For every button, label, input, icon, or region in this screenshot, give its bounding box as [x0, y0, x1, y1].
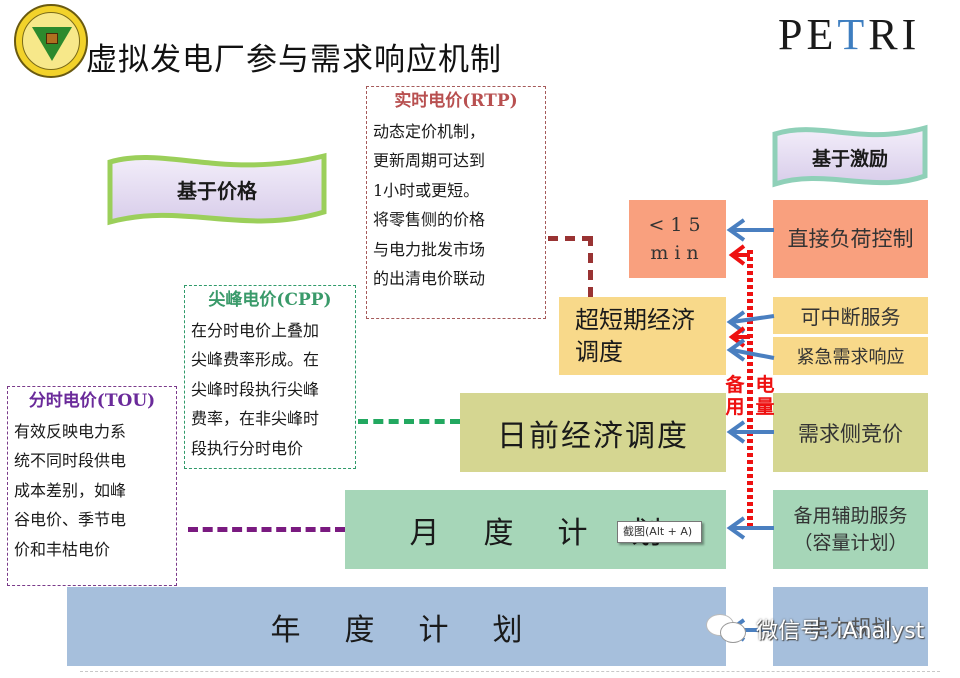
bottom-divider: [80, 671, 940, 672]
block-min-line2: min: [650, 242, 705, 264]
monthly-char: 度: [483, 515, 514, 551]
reserve-label-char: 量: [755, 396, 775, 418]
note-critical-peak-pricing: 尖峰电价(CPP) 在分时电价上叠加 尖峰费率形成。在 尖峰时段执行尖峰 费率，…: [184, 285, 356, 469]
banner-incentive-based: 基于激励: [770, 124, 930, 190]
monthly-char: 月: [409, 515, 440, 551]
petri-logo: PETRI: [778, 10, 920, 60]
block-ultra-line1: 超短期经济: [575, 306, 695, 334]
reserve-label-char: 备: [725, 374, 745, 396]
note-line: 有效反映电力系: [14, 421, 127, 441]
rtp-connector-vertical: [588, 236, 593, 297]
note-line: 的出清电价联动: [373, 269, 486, 288]
note-line: 尖峰费率形成。在: [191, 350, 320, 369]
note-real-time-pricing: 实时电价(RTP) 动态定价机制， 更新周期可达到 1小时或更短。 将零售侧的价…: [366, 86, 546, 319]
note-line: 将零售侧的价格: [373, 210, 486, 229]
note-line: 更新周期可达到: [373, 151, 486, 170]
banner-incentive-label: 基于激励: [811, 147, 888, 170]
note-line: 成本差别，如峰: [14, 480, 127, 500]
wechat-icon: [706, 612, 750, 646]
note-line: 价和丰枯电价: [14, 539, 111, 559]
screenshot-tooltip: 截图(Alt + A): [617, 521, 702, 543]
block-power-planning: 电力规划: [773, 587, 928, 666]
arrow-interruptible: [726, 310, 775, 334]
arrow-emergency: [726, 338, 775, 362]
arrow-direct-load: [726, 218, 774, 242]
note-line: 统不同时段供电: [14, 451, 127, 470]
red-arrow-min: [728, 244, 750, 266]
block-under-15-min: <15 min: [629, 200, 726, 278]
reserve-line2: （容量计划）: [793, 531, 908, 554]
block-direct-load-control: 直接负荷控制: [773, 200, 928, 278]
note-cpp-title: 尖峰电价(CPP): [208, 290, 332, 310]
block-reserve-ancillary-service: 备用辅助服务 （容量计划）: [773, 490, 928, 569]
petri-logo-tower-t: T: [837, 10, 869, 59]
banner-price-based: 基于价格: [104, 150, 330, 228]
note-line: 段执行分时电价: [191, 438, 304, 458]
block-interruptible-service: 可中断服务: [773, 297, 928, 334]
note-line: 动态定价机制，: [373, 121, 486, 141]
university-logo: [14, 4, 88, 78]
note-line: 在分时电价上叠加: [191, 320, 320, 340]
block-demand-side-bidding: 需求侧竞价: [773, 393, 928, 472]
note-line: 谷电价、季节电: [14, 510, 127, 529]
note-rtp-title: 实时电价(RTP): [394, 91, 518, 111]
annual-char: 划: [492, 612, 523, 648]
note-line: 与电力批发市场: [373, 239, 486, 259]
reserve-label-char: 用: [725, 396, 745, 418]
wave-banner-shape: [107, 152, 327, 226]
logo-building-icon: [46, 33, 58, 44]
wechat-bubble-small: [720, 622, 746, 643]
wave-banner-shape: [772, 124, 928, 188]
reserve-line1: 备用辅助服务: [793, 504, 908, 527]
watermark-text: 微信号: iAnalyst: [756, 619, 925, 644]
block-ultra-short-term-dispatch: 超短期经济调度: [559, 297, 726, 375]
arrow-demand-bidding: [726, 420, 774, 444]
tou-connector: [188, 527, 345, 532]
block-ultra-line2: 调度: [575, 338, 623, 366]
annual-char: 年: [270, 612, 301, 648]
reserve-label-char: 电: [755, 374, 775, 396]
note-line: 1小时或更短。: [373, 180, 480, 200]
note-line: 尖峰时段执行尖峰: [191, 379, 320, 399]
monthly-char: 计: [557, 515, 588, 551]
logo-inner-ring: [22, 12, 80, 70]
note-tou-title: 分时电价(TOU): [28, 391, 156, 411]
rtp-connector-horizontal: [548, 236, 592, 241]
petri-logo-part2: RI: [868, 10, 921, 59]
arrow-reserve-ancillary: [726, 516, 774, 540]
wechat-watermark: 微信号: iAnalyst: [706, 612, 924, 646]
block-day-ahead-dispatch: 日前经济调度: [460, 393, 726, 472]
logo-triangle: [32, 27, 72, 61]
cpp-connector: [358, 419, 460, 424]
arrows-layer: [726, 218, 775, 540]
block-annual-plan: 年 度 计 划: [67, 587, 726, 666]
annual-char: 度: [344, 612, 375, 648]
page-title: 虚拟发电厂参与需求响应机制: [86, 42, 502, 78]
banner-price-label: 基于价格: [177, 178, 257, 203]
block-emergency-demand-response: 紧急需求响应: [773, 337, 928, 375]
note-time-of-use-pricing: 分时电价(TOU) 有效反映电力系 统不同时段供电 成本差别，如峰 谷电价、季节…: [7, 386, 177, 586]
note-line: 费率，在非尖峰时: [191, 409, 320, 428]
block-min-line1: <15: [648, 214, 707, 236]
annual-char: 计: [418, 612, 449, 648]
petri-logo-part1: PE: [778, 10, 838, 59]
